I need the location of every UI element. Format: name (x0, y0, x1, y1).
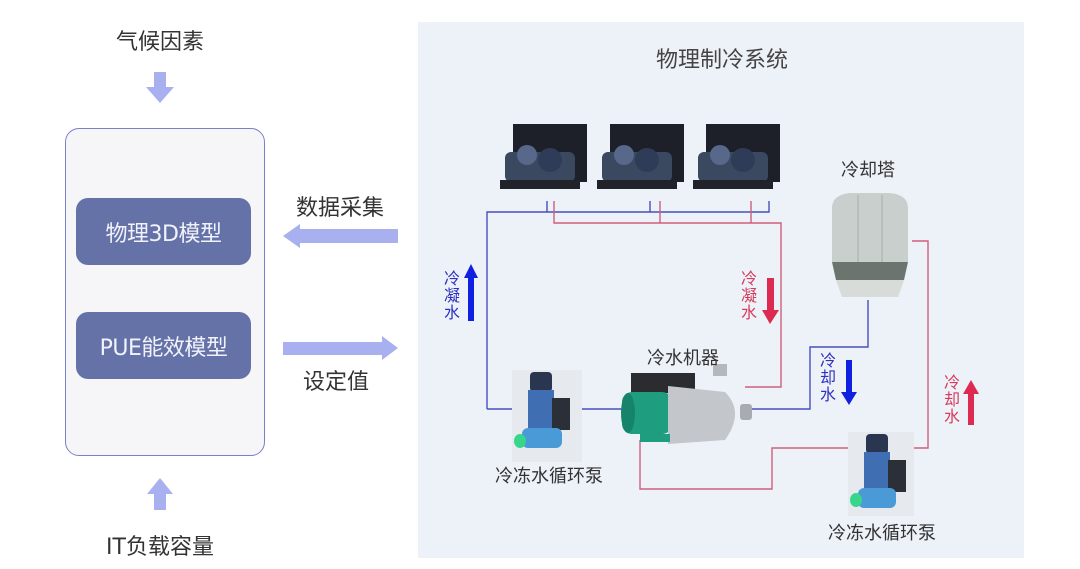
left-arrow-icon (283, 224, 398, 248)
left-pump-label: 冷冻水循环泵 (495, 466, 603, 487)
climate-factors-label: 气候因素 (115, 30, 205, 55)
right-arrow-icon (283, 336, 398, 360)
blue-pipes (486, 201, 869, 410)
compressor-unit-2 (597, 124, 684, 189)
red-pipes (553, 201, 929, 490)
up-arrow-icon (147, 478, 173, 510)
cooling-down-arrow-icon (841, 360, 857, 405)
chiller-label: 冷水机器 (647, 348, 719, 369)
cooling-water-supply-label: 冷 却 水 (819, 351, 836, 404)
right-circulation-pump (848, 432, 914, 516)
setpoint-label: 设定值 (302, 370, 370, 395)
condenser-water-return-label: 冷 凝 水 (740, 269, 757, 322)
chiller-unit (621, 364, 752, 444)
cooling-system-panel (418, 22, 1024, 558)
condenser-water-supply-label: 冷 凝 水 (443, 269, 460, 322)
right-pump-label: 冷冻水循环泵 (828, 523, 936, 544)
data-collection-label: 数据采集 (295, 196, 385, 221)
it-load-label: IT负载容量 (106, 535, 214, 560)
down-arrow-icon (146, 72, 174, 103)
condenser-down-arrow-icon (762, 278, 779, 324)
physics-3d-model-button[interactable]: 物理3D模型 (76, 198, 251, 265)
cooling-tower-label: 冷却塔 (841, 160, 895, 181)
condenser-up-arrow-icon (464, 264, 478, 321)
compressor-unit-3 (693, 124, 780, 189)
pue-model-label: PUE能效模型 (99, 335, 228, 361)
model-container (65, 128, 265, 456)
physics-3d-model-label: 物理3D模型 (105, 221, 222, 247)
cooling-water-return-label: 冷 却 水 (943, 373, 960, 426)
cooling-up-arrow-icon (963, 380, 979, 425)
compressor-unit-1 (500, 124, 587, 189)
cooling-tower (832, 193, 908, 297)
cooling-system-title: 物理制冷系统 (655, 48, 789, 73)
left-circulation-pump (512, 370, 582, 462)
pue-model-button[interactable]: PUE能效模型 (76, 312, 251, 379)
